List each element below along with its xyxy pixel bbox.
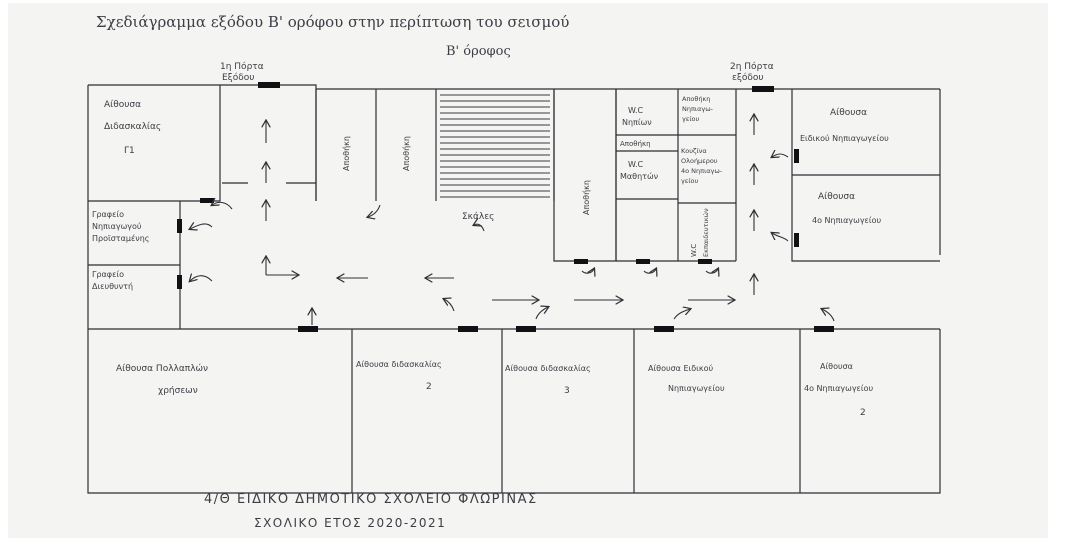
doors bbox=[177, 82, 834, 332]
door-class-3 bbox=[516, 326, 536, 332]
exit-1-label-line2: Εξόδου bbox=[222, 72, 254, 83]
wc-staff-line1: W.C bbox=[690, 244, 698, 257]
door-wc-students bbox=[636, 259, 650, 264]
office-head-line1: Γραφείο bbox=[92, 270, 124, 279]
kitchen-line4: γείου bbox=[681, 177, 699, 185]
storage-1-label: Αποθήκη bbox=[342, 136, 351, 171]
office-director-line2: Νηπιαγωγού bbox=[92, 221, 142, 231]
floor-plan-drawing: Σχεδιάγραμμα εξόδου Β' ορόφου στην περίπ… bbox=[87, 13, 941, 530]
room-special-line2: Νηπιαγωγείου bbox=[668, 384, 725, 393]
wc-staff-line2: Εκπαιδευτικών bbox=[702, 208, 710, 257]
kitchen-line2: Ολοήμερου bbox=[681, 157, 718, 165]
room-kinder-4b-line2: 4ο Νηπιαγωγείου bbox=[804, 384, 873, 393]
walls bbox=[87, 84, 941, 494]
office-head-line2: Διευθυντή bbox=[92, 282, 133, 291]
office-director-line1: Γραφείο bbox=[92, 210, 124, 219]
kitchen-line3: 4ο Νηπιαγω- bbox=[681, 167, 723, 175]
wc-students-line2: Μαθητών bbox=[620, 171, 659, 181]
room-class-g1-line3: Γ1 bbox=[124, 146, 135, 156]
storage-kinder-line2: Νηπιαγω- bbox=[682, 105, 714, 113]
room-kinder-4b-line3: 2 bbox=[860, 408, 866, 418]
exit-door-1 bbox=[258, 82, 280, 88]
room-kinder-4b-line1: Αίθουσα bbox=[820, 362, 853, 371]
room-special-kinder-line2: Ειδικού Νηπιαγωγείου bbox=[800, 133, 889, 143]
storage-4-label: Αποθήκη bbox=[620, 140, 651, 148]
stairs-label: Σκάλες bbox=[462, 212, 494, 222]
wc-kinder-line1: W.C bbox=[628, 106, 644, 115]
room-special-kinder-line1: Αίθουσα bbox=[830, 108, 867, 118]
room-multi-line2: χρήσεων bbox=[158, 386, 198, 396]
door-office-director bbox=[177, 219, 182, 233]
door-special-kinder bbox=[794, 149, 799, 163]
door-class-special bbox=[654, 326, 674, 332]
storage-kinder-line3: γείου bbox=[682, 115, 700, 123]
floor-label: Β' όροφος bbox=[446, 44, 511, 59]
room-class-2-line2: 2 bbox=[426, 382, 432, 392]
exit-1-label-line1: 1η Πόρτα bbox=[220, 61, 264, 72]
storage-kinder-line1: Αποθήκη bbox=[682, 95, 710, 103]
footer-school-year: ΣΧΟΛΙΚΟ ΕΤΟΣ 2020-2021 bbox=[254, 516, 446, 530]
exit-2-label-line1: 2η Πόρτα bbox=[730, 61, 774, 72]
door-wc-staff bbox=[698, 259, 712, 264]
door-class-kinder-4b bbox=[814, 326, 834, 332]
room-class-g1-line1: Αίθουσα bbox=[104, 100, 141, 110]
room-multi-line1: Αίθουσα Πολλαπλών bbox=[116, 363, 208, 374]
footer-school-name: 4/Θ ΕΙΔΙΚΟ ΔΗΜΟΤΙΚΟ ΣΧΟΛΕΙΟ ΦΛΩΡΙΝΑΣ bbox=[204, 492, 538, 507]
door-class-multi bbox=[298, 326, 318, 332]
exit-2-label-line2: εξόδου bbox=[732, 72, 764, 83]
kitchen-line1: Κουζίνα bbox=[681, 147, 707, 155]
room-class-2-line1: Αίθουσα διδασκαλίας bbox=[356, 360, 442, 369]
room-kinder-4-line1: Αίθουσα bbox=[818, 192, 855, 202]
door-office-head bbox=[177, 275, 182, 289]
wc-kinder-line2: Νηπίων bbox=[622, 118, 652, 127]
door-class-2 bbox=[458, 326, 478, 332]
plan-heading: Σχεδιάγραμμα εξόδου Β' ορόφου στην περίπ… bbox=[96, 13, 569, 31]
storage-3-label: Αποθήκη bbox=[582, 180, 591, 215]
storage-2-label: Αποθήκη bbox=[402, 136, 411, 171]
wc-students-line1: W.C bbox=[628, 160, 644, 169]
door-class-g1 bbox=[200, 198, 214, 203]
door-storage-3 bbox=[574, 259, 588, 264]
room-kinder-4-line2: 4ο Νηπιαγωγείου bbox=[812, 216, 881, 225]
room-special-line1: Αίθουσα Ειδικού bbox=[648, 363, 713, 373]
evacuation-arrows bbox=[190, 115, 835, 325]
room-class-3-line1: Αίθουσα διδασκαλίας bbox=[505, 364, 591, 373]
door-kinder-4 bbox=[794, 233, 799, 247]
floor-plan-paper: Σχεδιάγραμμα εξόδου Β' ορόφου στην περίπ… bbox=[8, 3, 1048, 538]
office-director-line3: Προϊσταμένης bbox=[92, 233, 150, 243]
stairs-hatching bbox=[440, 94, 550, 198]
room-class-g1-line2: Διδασκαλίας bbox=[104, 122, 161, 132]
exit-door-2 bbox=[752, 86, 774, 92]
room-class-3-line2: 3 bbox=[564, 386, 570, 396]
